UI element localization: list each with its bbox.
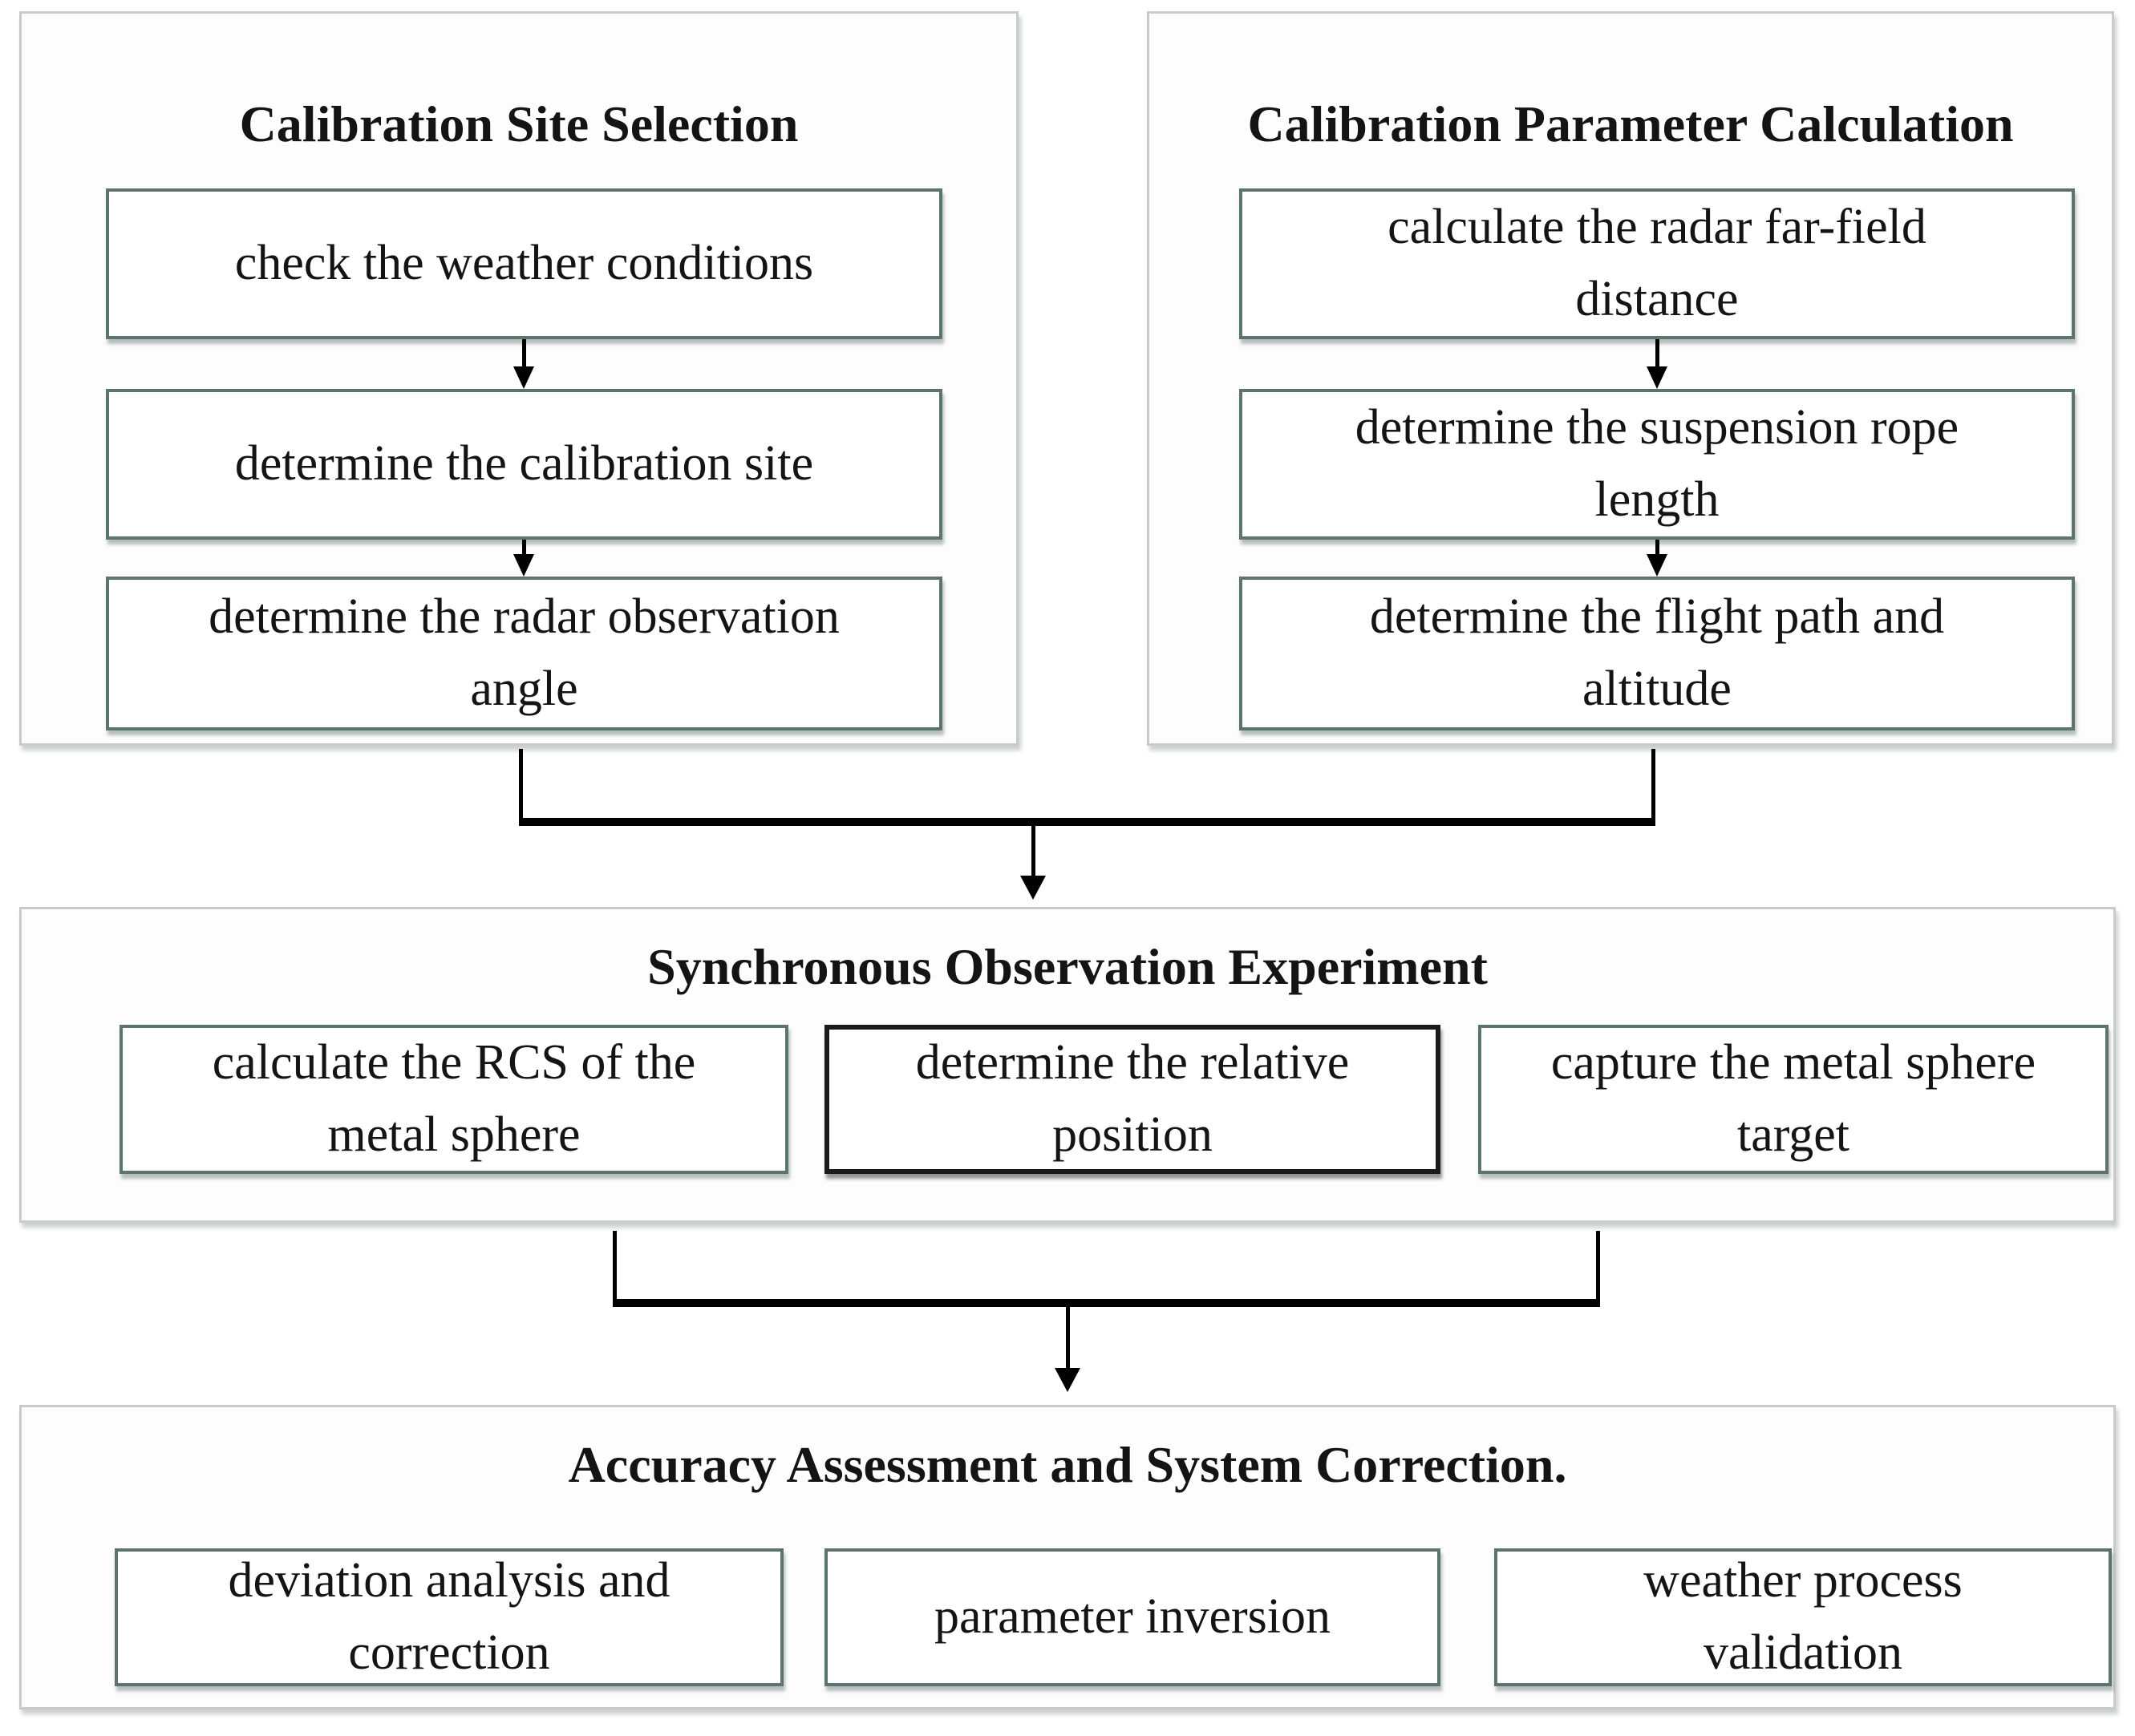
step-box-check-weather: check the weather conditions [106, 188, 942, 339]
flow-arrow-line [522, 339, 526, 368]
step-label: determine the flight path and altitude [1369, 589, 1945, 716]
flow-arrow-line [1066, 1307, 1070, 1370]
step-label: deviation analysis and correction [228, 1553, 670, 1680]
connector-merge-bar [613, 1299, 1600, 1307]
step-box-calculate-rcs: calculate the RCS of the metal sphere [120, 1025, 788, 1174]
arrow-down-icon [1647, 366, 1667, 389]
step-box-flight-path-altitude: determine the flight path and altitude [1239, 577, 2075, 730]
panel-accuracy-assessment: Accuracy Assessment and System Correctio… [19, 1405, 2116, 1710]
step-label: determine the relative position [915, 1035, 1350, 1162]
step-label: determine the radar observation angle [209, 589, 840, 716]
step-box-parameter-inversion: parameter inversion [824, 1548, 1440, 1686]
panel-title-synchronous-observation: Synchronous Observation Experiment [647, 938, 1488, 995]
panel-calibration-site-selection: Calibration Site Selection check the wea… [19, 11, 1019, 746]
flow-arrow-line [522, 540, 526, 557]
step-label: determine the suspension rope length [1355, 400, 1959, 527]
step-label: parameter inversion [934, 1589, 1331, 1645]
flow-arrow-line [1655, 540, 1659, 557]
step-box-relative-position: determine the relative position [824, 1025, 1440, 1174]
connector-drop-left [519, 749, 523, 826]
step-box-radar-observation-angle: determine the radar observation angle [106, 577, 942, 730]
arrow-down-icon [1647, 554, 1667, 577]
step-label: weather process validation [1643, 1553, 1963, 1680]
panel-title-site-selection: Calibration Site Selection [239, 95, 799, 152]
step-label: capture the metal sphere target [1550, 1035, 2036, 1162]
connector-drop-right [1596, 1231, 1600, 1307]
panel-calibration-parameter-calculation: Calibration Parameter Calculation calcul… [1147, 11, 2114, 746]
panel-title-accuracy-assessment: Accuracy Assessment and System Correctio… [568, 1436, 1567, 1493]
step-box-suspension-rope-length: determine the suspension rope length [1239, 389, 2075, 540]
step-label: calculate the radar far-field distance [1388, 200, 1926, 326]
panel-title-parameter-calculation: Calibration Parameter Calculation [1247, 95, 2014, 152]
arrow-down-icon [1055, 1368, 1080, 1392]
flow-arrow-line [1031, 826, 1035, 877]
step-box-capture-metal-sphere: capture the metal sphere target [1478, 1025, 2109, 1174]
connector-merge-bar [519, 818, 1655, 826]
step-label: determine the calibration site [234, 436, 814, 492]
arrow-down-icon [513, 554, 534, 577]
arrow-down-icon [513, 366, 534, 389]
connector-drop-right [1651, 749, 1655, 826]
step-box-radar-far-field-distance: calculate the radar far-field distance [1239, 188, 2075, 339]
arrow-down-icon [1020, 876, 1046, 900]
step-box-weather-process-validation: weather process validation [1494, 1548, 2112, 1686]
step-box-determine-calibration-site: determine the calibration site [106, 389, 942, 540]
step-label: calculate the RCS of the metal sphere [212, 1035, 696, 1162]
panel-synchronous-observation: Synchronous Observation Experiment calcu… [19, 907, 2116, 1223]
flow-arrow-line [1655, 339, 1659, 368]
connector-drop-left [613, 1231, 617, 1307]
step-label: check the weather conditions [234, 236, 814, 291]
step-box-deviation-analysis: deviation analysis and correction [115, 1548, 784, 1686]
